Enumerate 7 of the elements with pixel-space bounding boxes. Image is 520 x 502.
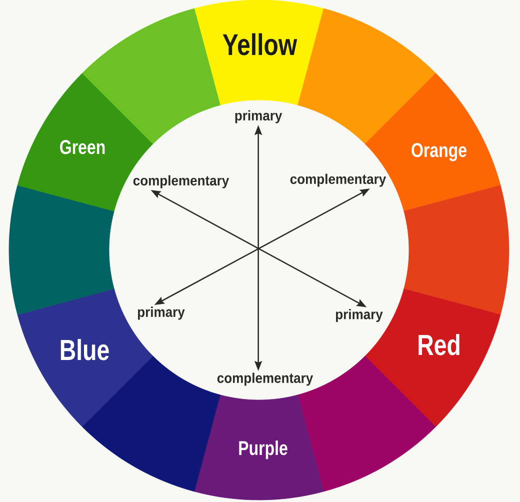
arrow-label: primary bbox=[235, 110, 282, 124]
wheel-segment bbox=[298, 8, 436, 144]
wheel-segment bbox=[404, 185, 510, 315]
wheel-segment: Yellow bbox=[194, 0, 324, 106]
arrow-label: complementary bbox=[217, 372, 314, 386]
wheel-segment: Purple bbox=[194, 394, 324, 500]
wheel-segment bbox=[8, 185, 114, 315]
